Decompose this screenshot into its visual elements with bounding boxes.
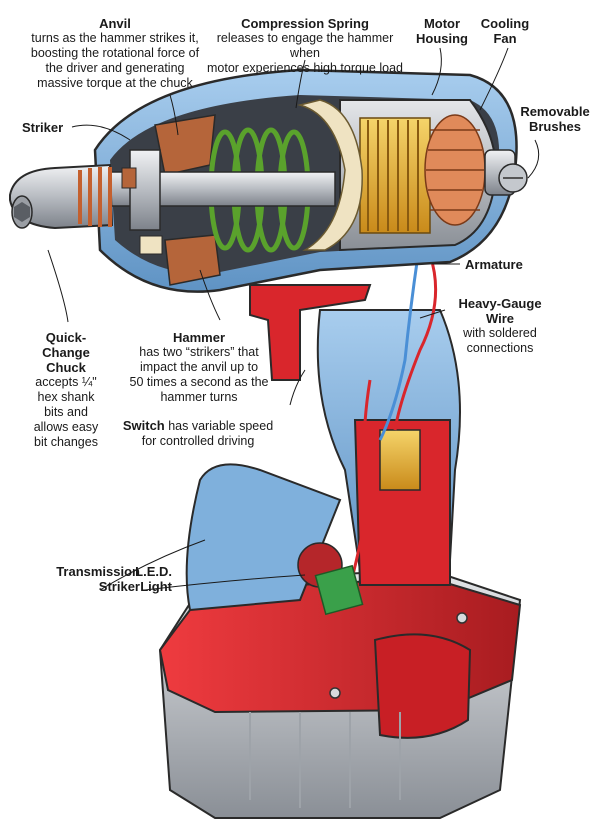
label-anvil-line: massive torque at the chuck [37, 76, 193, 90]
label-switch-first-line: Switch has variable speed [108, 418, 288, 434]
label-switch-line: for controlled driving [141, 434, 255, 448]
label-compression-spring: Compression Spring releases to engage th… [205, 16, 405, 76]
label-transmission-striker: Transmission Striker [40, 564, 140, 594]
transmission-gear [297, 99, 363, 251]
label-switch-title: Switch [122, 418, 165, 433]
label-chuck-title: Quick- [45, 330, 87, 345]
label-hammer-line: impact the anvil up to [139, 360, 259, 374]
led-light [297, 542, 364, 616]
label-cooling-fan-title: Fan [493, 31, 517, 46]
label-chuck-line: allows easy [33, 420, 99, 434]
label-hammer: Hammer has two “strikers” that impact th… [114, 330, 284, 405]
label-motor-housing-title: Housing [416, 31, 468, 46]
trigger [249, 284, 372, 381]
label-chuck-line: bit changes [34, 435, 98, 449]
label-motor-housing: Motor Housing [412, 16, 472, 46]
label-chuck-line: accepts ¼" [35, 375, 97, 389]
label-chuck-title: Change [42, 345, 90, 360]
label-striker-title: Striker [22, 120, 64, 135]
label-anvil: Anvil turns as the hammer strikes it, bo… [25, 16, 205, 91]
leader-lines [47, 47, 540, 591]
label-anvil-line: the driver and generating [45, 61, 185, 75]
label-anvil-title: Anvil [99, 16, 131, 31]
motor-section [339, 99, 528, 252]
label-cooling-fan-title: Cooling [480, 16, 530, 31]
battery-pack [158, 568, 522, 819]
label-led-title: Light [140, 579, 172, 594]
label-hammer-line: has two “strikers” that [139, 345, 259, 359]
label-cooling-fan: Cooling Fan [476, 16, 534, 46]
label-armature: Armature [465, 257, 545, 272]
label-chuck-line: bits and [44, 405, 88, 419]
label-led-title: L.E.D. [135, 564, 172, 579]
label-hammer-title: Hammer [172, 330, 226, 345]
removable-brushes [484, 149, 528, 196]
label-heavy-gauge-wire-line: connections [466, 341, 534, 355]
label-hammer-line: hammer turns [160, 390, 238, 404]
label-heavy-gauge-wire-title: Wire [485, 311, 515, 326]
label-removable-brushes-title: Removable [520, 104, 590, 119]
label-led-light: L.E.D. Light [128, 564, 172, 594]
label-quick-change-chuck: Quick- Change Chuck accepts ¼" hex shank… [28, 330, 104, 450]
label-compression-spring-title: Compression Spring [241, 16, 369, 31]
quick-change-chuck [9, 163, 114, 230]
label-hammer-line: 50 times a second as the [129, 375, 269, 389]
label-chuck-title: Chuck [46, 360, 86, 375]
cooling-fan [424, 114, 486, 226]
label-heavy-gauge-wire-line: with soldered [463, 326, 537, 340]
label-transmission-title: Transmission [56, 564, 140, 579]
label-anvil-line: turns as the hammer strikes it, [31, 31, 199, 45]
label-armature-title: Armature [465, 257, 523, 272]
label-motor-housing-title: Motor [423, 16, 461, 31]
label-transmission-title: Striker [98, 579, 140, 594]
label-compression-spring-line: releases to engage the hammer when [216, 31, 394, 60]
label-anvil-line: boosting the rotational force of [30, 46, 200, 60]
armature [359, 117, 431, 234]
label-switch-rest: has variable speed [164, 419, 274, 433]
label-removable-brushes-title: Brushes [528, 119, 582, 134]
anvil-shaft [94, 149, 336, 255]
label-removable-brushes: Removable Brushes [516, 104, 594, 134]
label-striker: Striker [22, 120, 82, 135]
label-chuck-line: hex shank [37, 390, 95, 404]
label-heavy-gauge-wire-title: Heavy-Gauge [458, 296, 542, 311]
label-heavy-gauge-wire: Heavy-Gauge Wire with soldered connectio… [440, 296, 560, 356]
label-switch: Switch has variable speed for controlled… [108, 418, 288, 449]
label-compression-spring-line: motor experiences high torque load [207, 61, 403, 75]
